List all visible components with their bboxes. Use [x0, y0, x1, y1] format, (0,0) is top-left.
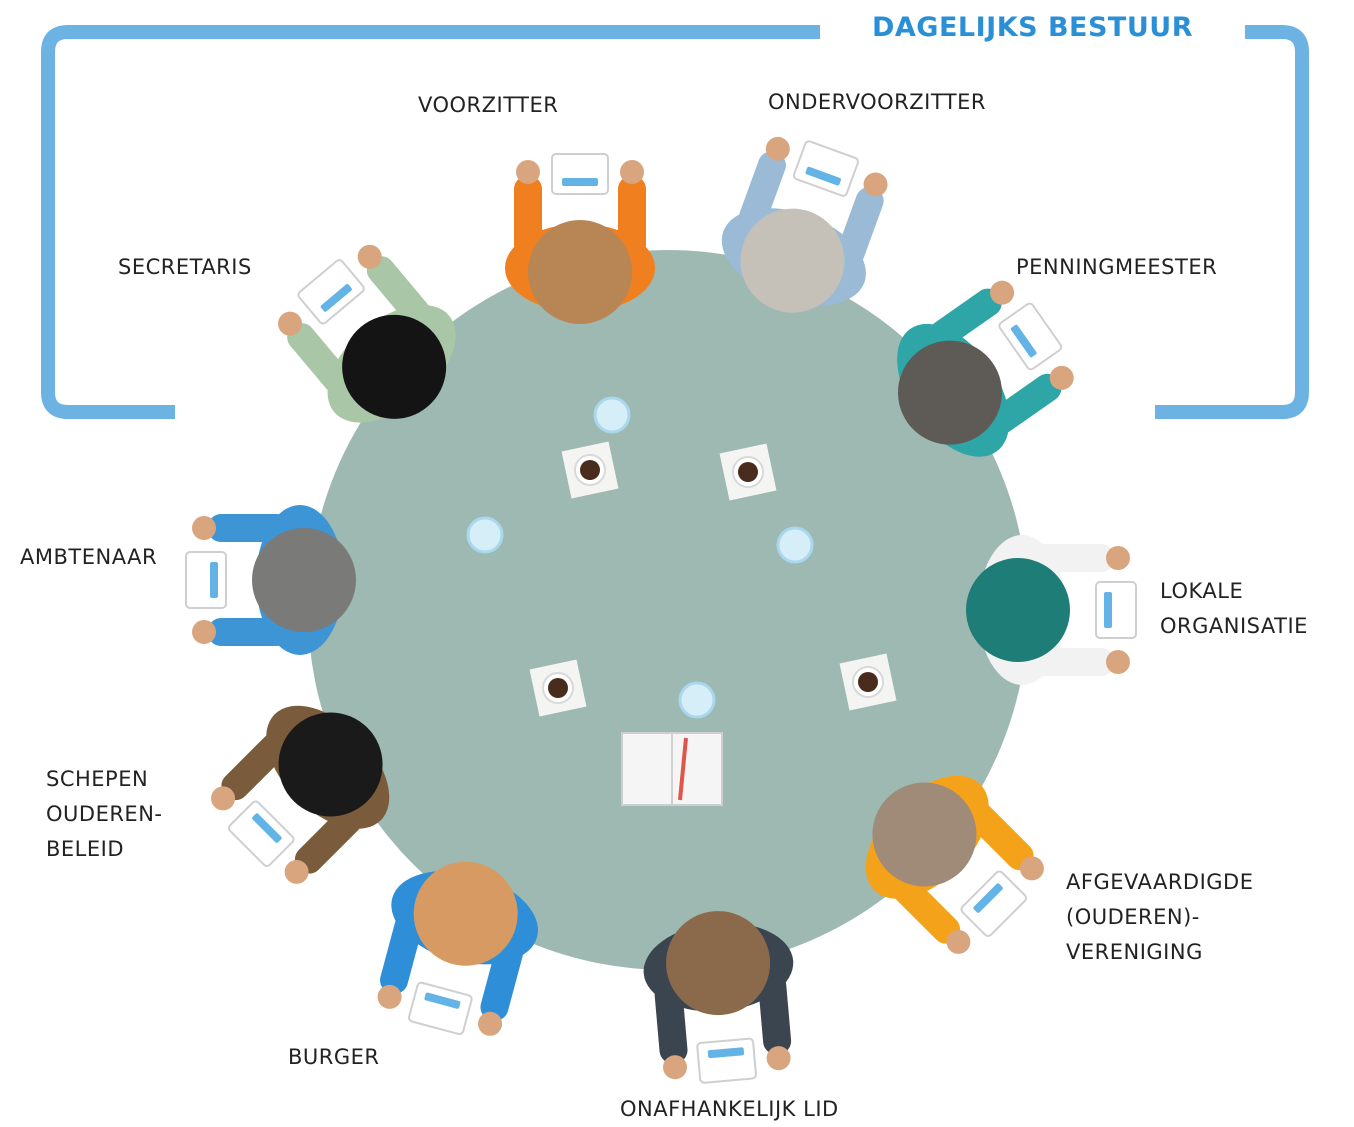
person-penningmeester [897, 280, 1074, 457]
right-hand [1019, 856, 1044, 881]
device-screen-bar [252, 813, 282, 843]
paper-or-device [998, 302, 1063, 371]
person-lokale_organisatie [966, 535, 1137, 685]
label-burger: BURGER [288, 1045, 380, 1069]
round-table [308, 250, 1028, 970]
label-voorzitter: VOORZITTER [418, 93, 559, 117]
pen [678, 737, 688, 801]
person-secretaris [278, 244, 456, 423]
coffee-cup [529, 659, 587, 717]
left-hand [946, 929, 971, 954]
people [185, 136, 1137, 1084]
coffee-cup [839, 653, 897, 711]
head-hair [413, 861, 518, 966]
head-hair [740, 208, 845, 313]
left-hand [377, 984, 402, 1009]
person-schepen [211, 705, 390, 884]
left-hand [211, 786, 236, 811]
paper-or-device [551, 153, 609, 195]
head-hair [897, 340, 1002, 445]
right-hand [990, 280, 1015, 305]
head-hair [278, 712, 383, 817]
label-afgevaardigde-vereniging: AFGEVAARDIGDE (OUDEREN)- VERENIGING [1066, 870, 1254, 964]
head-hair [872, 782, 977, 887]
head-hair [252, 528, 356, 632]
label-onafhankelijk-lid: ONAFHANKELIJK LID [620, 1097, 839, 1121]
device-screen-bar [320, 284, 352, 312]
coffee [858, 672, 878, 692]
right-hand [1106, 546, 1130, 570]
coffee [580, 460, 600, 480]
coffee [548, 678, 568, 698]
device-screen-bar [1010, 324, 1037, 358]
water-glass [466, 516, 504, 554]
bestuur-bracket [41, 25, 1309, 419]
person-ambtenaar [185, 505, 356, 655]
left-hand [1049, 365, 1074, 390]
table-items [466, 396, 897, 806]
device-screen-bar [1104, 592, 1112, 628]
person-afgevaardigde [865, 775, 1044, 954]
left-hand [662, 1055, 687, 1080]
device-screen-bar [562, 178, 598, 186]
paper-or-device [792, 140, 860, 197]
head-hair [666, 911, 771, 1016]
person-burger [377, 861, 538, 1036]
paper-or-device [696, 1037, 757, 1084]
label-ambtenaar: AMBTENAAR [20, 545, 158, 569]
label-schepen-ouderenbeleid: SCHEPEN OUDEREN- BELEID [46, 767, 163, 861]
label-secretaris: SECRETARIS [118, 255, 252, 279]
right-hand [765, 136, 790, 161]
right-hand [478, 1011, 503, 1036]
right-arm [480, 940, 523, 1021]
paper-or-device [1095, 581, 1137, 639]
left-hand [620, 160, 644, 184]
left-hand [1106, 650, 1130, 674]
device-screen-bar [805, 166, 841, 186]
coffee [738, 462, 758, 482]
right-hand [284, 859, 309, 884]
water-glass [776, 526, 814, 564]
paper-or-device [960, 870, 1028, 938]
right-hand [192, 620, 216, 644]
paper-or-device [227, 800, 295, 868]
person-ondervoorzitter [721, 136, 888, 313]
device-screen-bar [210, 562, 218, 598]
coffee-cup [561, 441, 619, 499]
device-screen-bar [707, 1047, 745, 1059]
label-penningmeester: PENNINGMEESTER [1016, 255, 1218, 279]
left-hand [192, 516, 216, 540]
head-hair [528, 220, 632, 324]
left-hand [863, 172, 888, 197]
right-hand [278, 311, 303, 336]
coffee-cup [719, 443, 777, 501]
paper-or-device [408, 981, 473, 1036]
paper-or-device [185, 551, 227, 609]
label-lokale-organisatie: LOKALE ORGANISATIE [1160, 579, 1308, 638]
head-hair [342, 314, 447, 419]
right-hand [766, 1046, 791, 1071]
device-screen-bar [973, 883, 1003, 913]
device-screen-bar [424, 992, 461, 1009]
right-hand [516, 160, 540, 184]
notebook [621, 732, 723, 806]
person-onafhankelijk_lid [643, 911, 794, 1084]
dagelijks-bestuur-title: DAGELIJKS BESTUUR [820, 8, 1245, 48]
water-glass [678, 681, 716, 719]
water-glass [593, 396, 631, 434]
paper-or-device [297, 259, 365, 325]
left-hand [357, 244, 382, 269]
label-ondervoorzitter: ONDERVOORZITTER [768, 90, 986, 114]
person-voorzitter [505, 153, 655, 324]
head-hair [966, 558, 1070, 662]
